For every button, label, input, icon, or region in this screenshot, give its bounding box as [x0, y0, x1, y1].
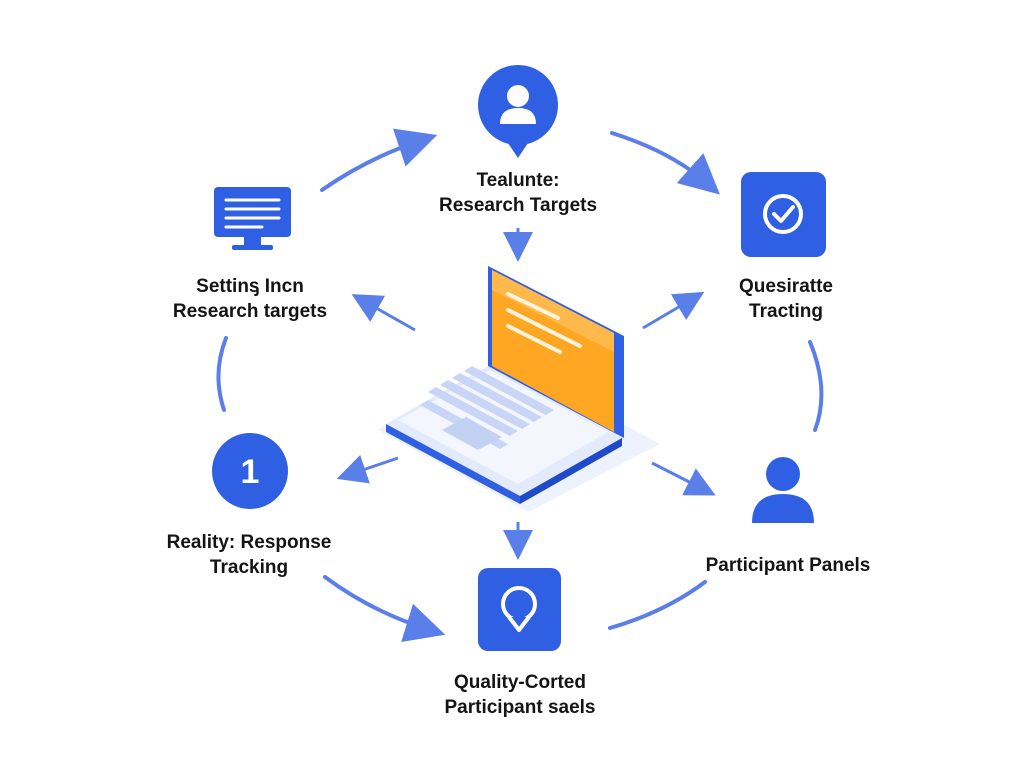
node-label-bottom-left-line1: Reality: Response	[166, 532, 332, 553]
node-label-top-line2: Research Targets	[438, 195, 598, 216]
node-label-bottom-left: Reality: Response Tracking	[150, 530, 348, 580]
node-label-top-right-line2: Tracting	[749, 301, 823, 322]
node-label-bottom-right-line1: Participant Panels	[705, 555, 871, 576]
node-label-bottom-right: Participant Panels	[686, 553, 890, 578]
node-label-top-left-line1: Settinᶊ Incn	[196, 276, 304, 297]
node-label-top-left-line2: Research targets	[172, 301, 328, 322]
inner-arrow-bottom-right	[651, 461, 716, 496]
badge-number: 1	[241, 453, 260, 491]
check-badge-icon	[741, 172, 826, 257]
inner-arrow-top-left	[351, 294, 416, 332]
ring-arc-left	[216, 336, 228, 412]
user-pin-icon	[478, 65, 558, 158]
number-one-badge-icon: 1	[212, 433, 288, 509]
chat-pin-icon	[478, 568, 561, 651]
ring-arc-bottom-left	[323, 575, 446, 642]
node-label-top-line1: Tealunte:	[476, 170, 560, 191]
screen-text-lines	[506, 292, 582, 354]
inner-arrow-top-right	[642, 291, 705, 330]
ring-arc-top-left	[320, 128, 438, 192]
node-label-bottom: Quality-Corted Participant saels	[418, 670, 622, 720]
node-label-bottom-line1: Quality-Corted	[454, 672, 586, 693]
user-icon	[752, 457, 814, 523]
node-label-bottom-line2: Participant saels	[444, 697, 596, 718]
ring-arc-top-right	[610, 131, 720, 195]
node-label-top: Tealunte: Research Targets	[418, 168, 618, 218]
node-label-top-left: Settinᶊ Incn Research targets	[150, 274, 350, 324]
ring-arc-bottom-right	[608, 580, 707, 630]
ring-arc-right	[808, 340, 824, 432]
node-label-bottom-left-line2: Tracking	[209, 557, 289, 578]
laptop-icon	[378, 266, 660, 512]
node-label-top-right-line1: Quesiratte	[739, 276, 833, 297]
inner-arrow-bottom-left	[336, 455, 399, 484]
touchpad	[442, 417, 502, 450]
monitor-icon	[214, 187, 291, 250]
node-label-top-right: Quesiratte Tracting	[700, 274, 872, 324]
